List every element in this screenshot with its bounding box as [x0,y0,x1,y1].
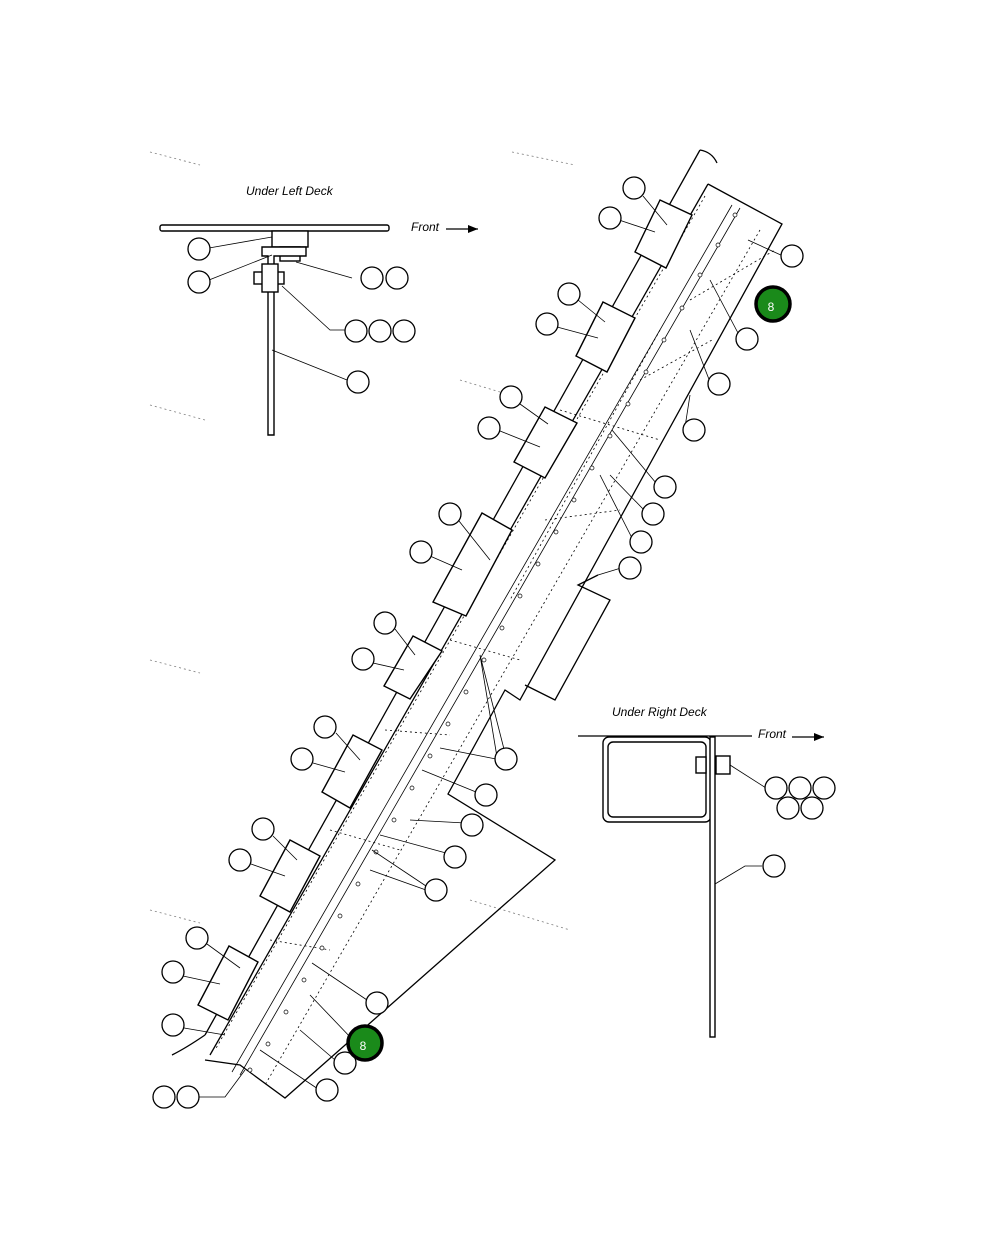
callout-circle[interactable] [735,327,759,351]
right-vertical-bar [709,736,716,1038]
callout-circle[interactable] [764,776,788,800]
callout-circle[interactable] [598,206,622,230]
callout-circle[interactable] [368,319,392,343]
deck-brackets [197,199,693,1021]
callout-circle[interactable] [438,502,462,526]
callout-circle[interactable] [707,372,731,396]
front-label-left: Front [411,220,440,234]
callout-circle[interactable] [161,960,185,984]
left-bolt-head [261,263,279,293]
callout-circle[interactable] [360,266,384,290]
callout-circle[interactable] [557,282,581,306]
callout-circle[interactable] [187,237,211,261]
callout-circle[interactable] [333,1051,357,1075]
highlight-circle-top[interactable] [754,285,792,323]
callout-circle[interactable] [351,647,375,671]
callout-circle[interactable] [788,776,812,800]
hinge-dots [247,212,738,1073]
right-bolt-nut [715,755,731,775]
callouts-main [152,176,804,1109]
right-tube-inner [607,741,707,818]
callout-circle[interactable] [313,715,337,739]
leader-lines [182,195,784,1098]
callout-circle[interactable] [409,540,433,564]
callout-circle[interactable] [152,1085,176,1109]
callout-circle[interactable] [373,611,397,635]
callout-circle[interactable] [499,385,523,409]
highlight-callout-label: 8 [768,300,775,314]
highlighted-callout-bottom[interactable]: 8 [346,1024,384,1062]
front-arrow-right [792,733,824,741]
callout-circle[interactable] [641,502,665,526]
callout-circle[interactable] [315,1078,339,1102]
callout-circle[interactable] [762,854,786,878]
callout-circle[interactable] [776,796,800,820]
callout-circle[interactable] [460,813,484,837]
callout-circle[interactable] [251,817,275,841]
under-right-deck-detail: Under Right Deck Front [578,705,836,1038]
highlight-circle-bottom[interactable] [346,1024,384,1062]
callout-circle[interactable] [161,1013,185,1037]
callout-circle[interactable] [176,1085,200,1109]
callout-circle[interactable] [474,783,498,807]
scan-noise [149,151,576,931]
left-bracket-block [271,230,309,248]
callout-circle[interactable] [385,266,409,290]
front-label-right: Front [758,727,787,741]
main-assembly: 8 8 [152,149,804,1109]
rail-bottom-hook [171,1034,206,1056]
deck-body-outline [204,183,783,1099]
callout-circle[interactable] [812,776,836,800]
callout-circle[interactable] [346,370,370,394]
highlighted-callout-top[interactable]: 8 [754,285,792,323]
under-right-deck-title: Under Right Deck [612,705,708,719]
callout-circle[interactable] [290,747,314,771]
callout-circle[interactable] [629,530,653,554]
callout-circle[interactable] [494,747,518,771]
callout-circle[interactable] [228,848,252,872]
callout-circle[interactable] [424,878,448,902]
under-left-deck-title: Under Left Deck [246,184,334,198]
rail-top-hook [699,149,718,164]
callout-circle[interactable] [365,991,389,1015]
left-angle-bracket [261,246,307,436]
front-arrow-left [446,225,478,233]
callout-circle[interactable] [682,418,706,442]
callout-circle[interactable] [187,270,211,294]
callout-circle[interactable] [800,796,824,820]
callout-circle[interactable] [392,319,416,343]
callout-circle[interactable] [653,475,677,499]
right-bolt-head [695,756,707,774]
left-deck-plate [159,224,390,232]
callout-circle[interactable] [780,244,804,268]
callout-circle[interactable] [618,556,642,580]
callout-circle[interactable] [622,176,646,200]
under-left-deck-detail: Under Left Deck Front [159,184,478,436]
callout-circle[interactable] [443,845,467,869]
callout-circle[interactable] [185,926,209,950]
right-extension [524,574,611,701]
callout-circle[interactable] [344,319,368,343]
callout-circle[interactable] [535,312,559,336]
highlight-callout-label: 8 [360,1039,367,1053]
callout-circle[interactable] [477,416,501,440]
